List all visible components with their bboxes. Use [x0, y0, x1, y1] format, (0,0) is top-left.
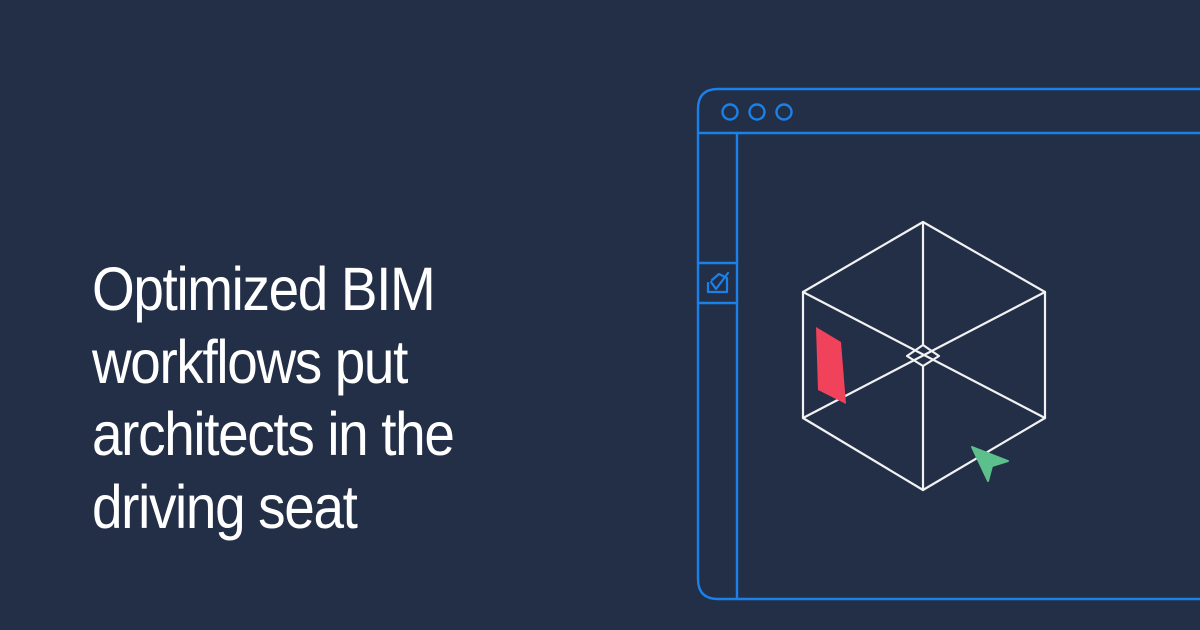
- app-window-frame: [696, 87, 1200, 601]
- headline-line-2: workflows put: [92, 327, 408, 396]
- checkbox-check-icon[interactable]: [706, 271, 730, 294]
- headline-line-3: architects in the: [92, 400, 455, 468]
- wireframe-cube[interactable]: [801, 220, 1047, 492]
- headline-line-1: Optimized BIM: [92, 255, 436, 323]
- headline: Optimized BIM workflows put architects i…: [92, 253, 560, 543]
- window-control-dot-icon[interactable]: [721, 103, 739, 121]
- window-control-dot-icon[interactable]: [748, 103, 766, 121]
- cursor-icon: [971, 446, 1009, 482]
- window-control-dot-icon[interactable]: [775, 103, 793, 121]
- window-controls: [721, 103, 793, 121]
- selected-face-highlight[interactable]: [816, 327, 846, 404]
- headline-line-4: driving seat: [92, 472, 358, 541]
